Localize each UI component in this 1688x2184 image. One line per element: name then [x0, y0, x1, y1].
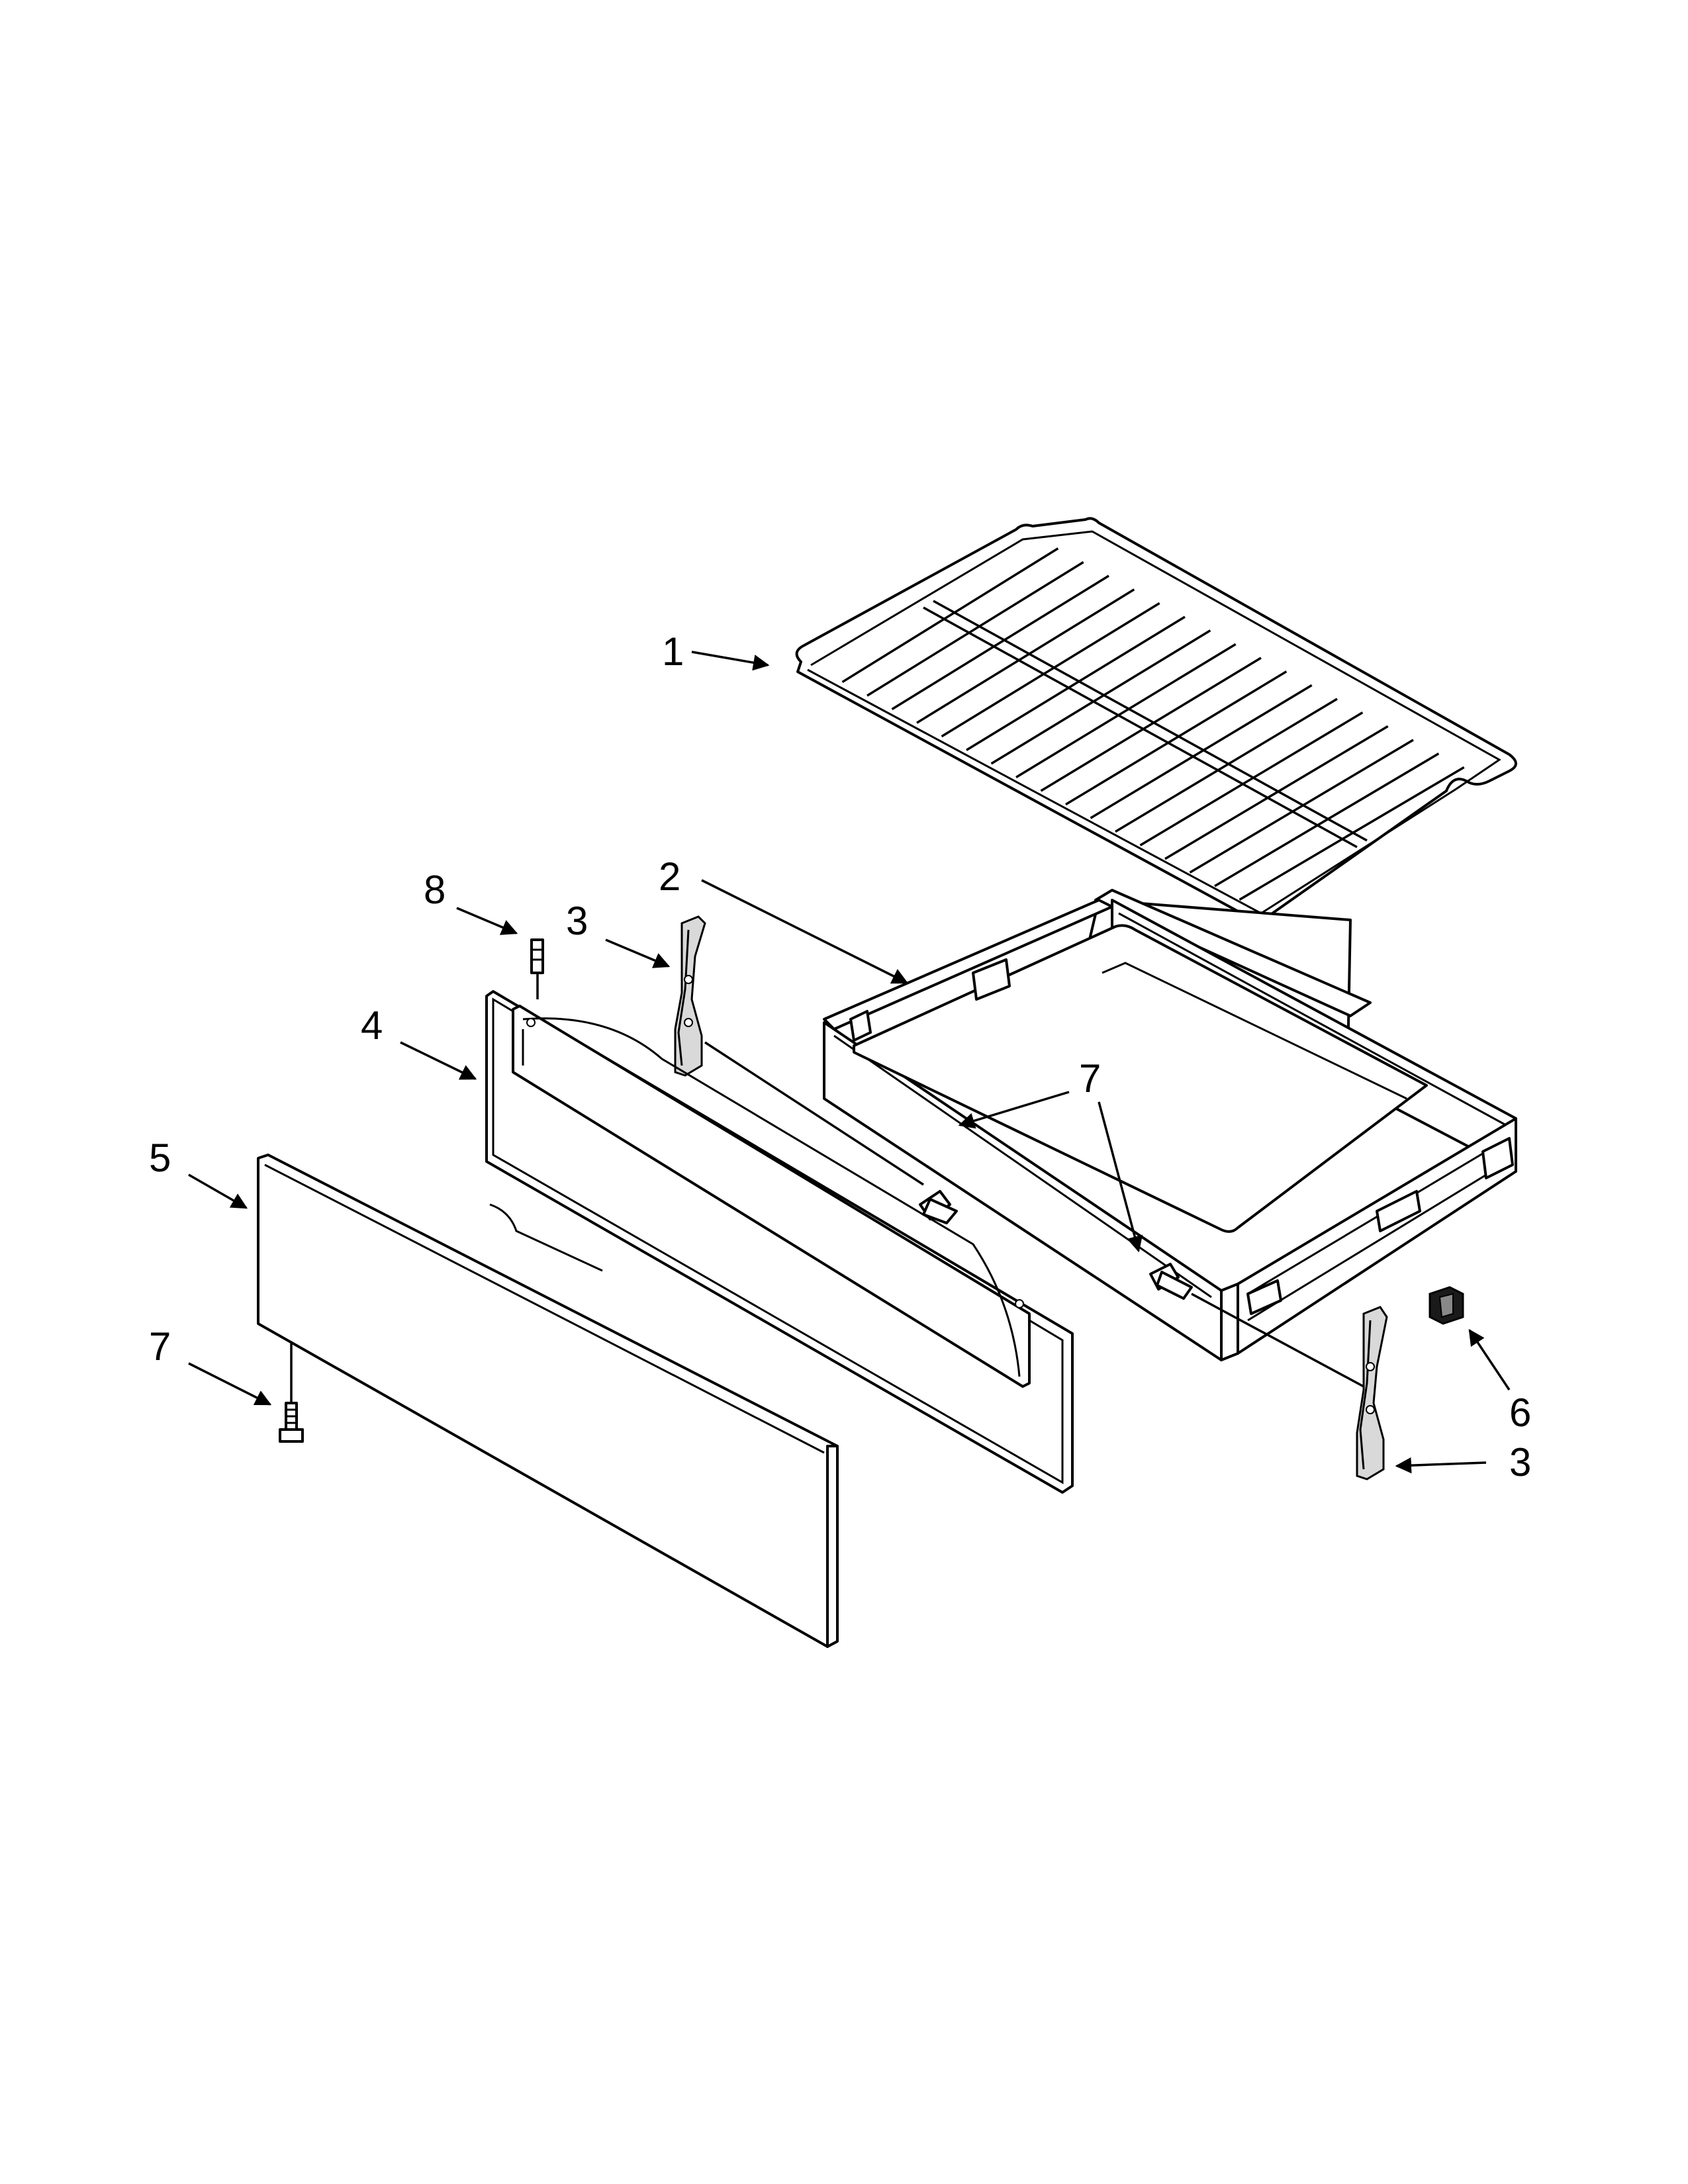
- rack-wire: [867, 561, 1084, 697]
- svg-text:3: 3: [566, 899, 588, 943]
- drawer-inner-panel[interactable]: [485, 990, 1074, 1494]
- rack-wire: [1239, 766, 1465, 901]
- screw-left-lower[interactable]: [279, 1402, 304, 1443]
- svg-text:8: 8: [424, 868, 445, 912]
- callout-3-right: 3: [1395, 1440, 1531, 1484]
- rack-wire: [1164, 725, 1389, 860]
- rack-wire: [891, 574, 1109, 711]
- callout-1: 1: [662, 629, 770, 674]
- oven-rack[interactable]: [795, 517, 1517, 921]
- rack-wire: [1015, 643, 1237, 778]
- rack-wire: [1090, 684, 1313, 819]
- svg-text:5: 5: [149, 1136, 171, 1180]
- drawer-body[interactable]: [823, 889, 1517, 1361]
- rack-wire: [966, 615, 1186, 751]
- svg-text:3: 3: [1509, 1440, 1531, 1484]
- callout-7-upper: 7: [958, 1056, 1143, 1253]
- svg-text:4: 4: [361, 1003, 383, 1048]
- rack-wire: [990, 629, 1211, 765]
- svg-text:6: 6: [1509, 1390, 1531, 1435]
- rack-wire: [1115, 698, 1338, 833]
- rack-wire: [916, 588, 1135, 724]
- rack-wire: [1040, 657, 1262, 792]
- svg-text:7: 7: [1079, 1056, 1101, 1101]
- rack-wire: [941, 602, 1160, 738]
- callout-3-left: 3: [566, 899, 671, 968]
- stud[interactable]: [530, 938, 544, 974]
- callout-2: 2: [659, 854, 909, 984]
- screw-drawer-left[interactable]: [919, 1190, 958, 1224]
- drawer-slide-rail-left[interactable]: [674, 915, 706, 1077]
- callout-7-lower: 7: [149, 1324, 272, 1406]
- callout-4: 4: [361, 1003, 477, 1080]
- rack-wire: [1214, 752, 1440, 887]
- svg-text:1: 1: [662, 629, 684, 674]
- drawer-front-panel[interactable]: [257, 1154, 839, 1648]
- drawer-slide-rail-right[interactable]: [1356, 1306, 1388, 1480]
- svg-text:7: 7: [149, 1324, 171, 1369]
- screw-drawer-right[interactable]: [1149, 1263, 1193, 1300]
- drawer-stop-clip[interactable]: [1429, 1286, 1464, 1325]
- alignment-lines: [290, 973, 1364, 1402]
- rack-wire: [1189, 739, 1414, 874]
- rack-wire: [841, 547, 1059, 684]
- callout-6: 6: [1468, 1328, 1531, 1435]
- callout-5: 5: [149, 1136, 248, 1209]
- rack-wire: [1139, 711, 1364, 846]
- callout-8: 8: [424, 868, 518, 935]
- rack-wire: [1065, 670, 1288, 806]
- svg-text:2: 2: [659, 854, 680, 899]
